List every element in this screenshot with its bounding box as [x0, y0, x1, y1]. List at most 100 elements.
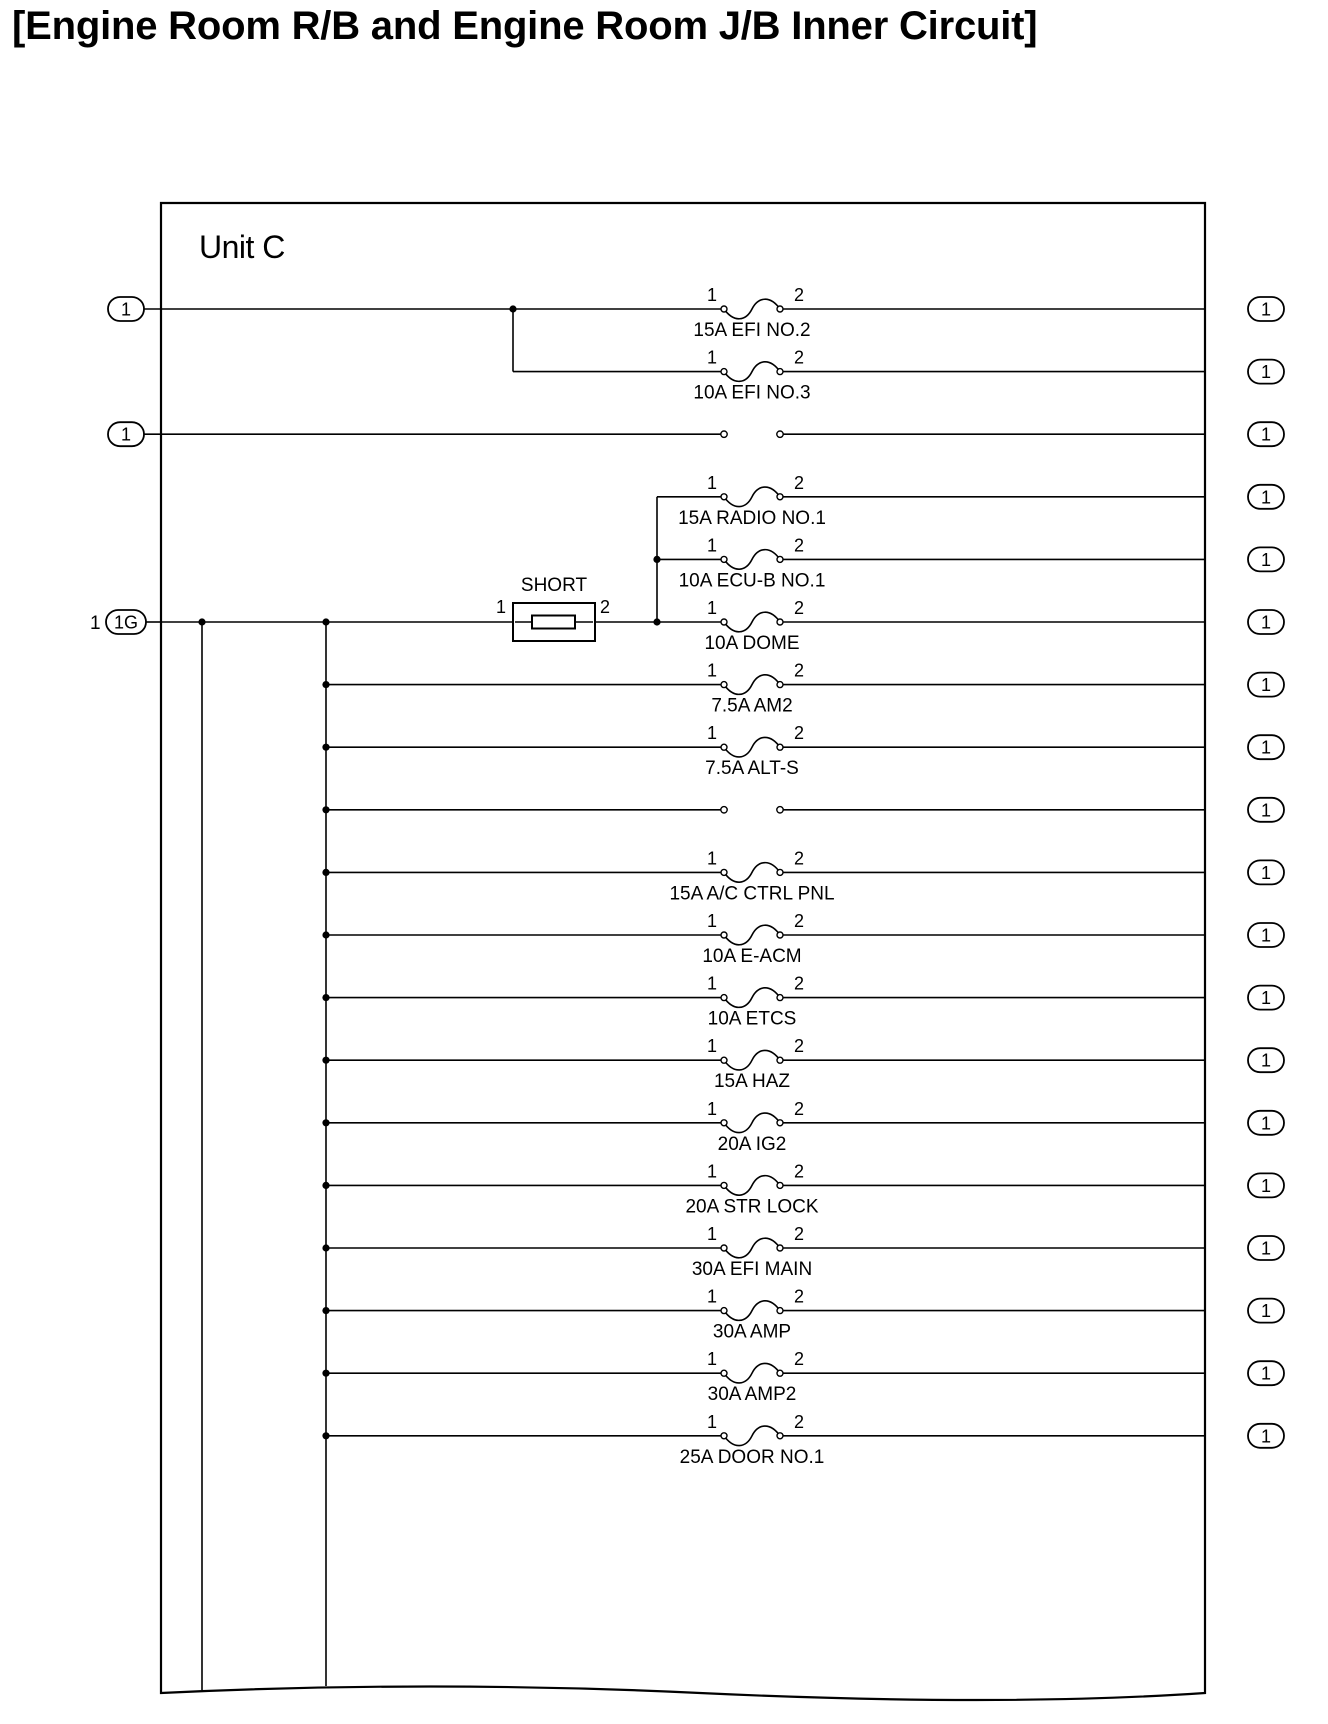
open-terminal	[720, 430, 728, 439]
fuse-terminal	[776, 931, 784, 939]
junction-dot	[322, 1119, 330, 1127]
fuse-label: 7.5A AM2	[711, 696, 792, 717]
fuse-symbol	[723, 1300, 781, 1322]
fuse-terminal	[720, 367, 728, 376]
fuse-label: 10A EFI NO.3	[693, 383, 810, 404]
fuse-pin-1: 1	[707, 1412, 717, 1432]
right-connector	[1247, 609, 1285, 635]
short-label: SHORT	[521, 575, 588, 596]
fuse-terminal	[720, 1244, 728, 1252]
fuse-pin-1: 1	[707, 723, 717, 743]
fuse-pin-2: 2	[794, 1412, 804, 1432]
fuse-symbol	[723, 298, 781, 320]
fuse-label: 15A A/C CTRL PNL	[669, 883, 834, 904]
right-connector-label: 1	[1261, 487, 1271, 507]
right-connector	[1247, 1422, 1285, 1449]
fuse-symbol	[723, 1049, 781, 1071]
fuse-label: 10A DOME	[704, 633, 799, 654]
right-connector-label: 1	[1261, 926, 1271, 946]
fuse-pin-1: 1	[707, 598, 717, 618]
fuse-pin-2: 2	[794, 1036, 804, 1056]
right-connector	[1247, 984, 1285, 1011]
fuse-label: 7.5A ALT-S	[705, 758, 799, 779]
right-connector-label: 1	[1261, 1239, 1271, 1259]
junction-dot	[653, 618, 661, 626]
open-terminal	[776, 805, 784, 814]
fuse-pin-2: 2	[794, 1224, 804, 1244]
right-connector-label: 1	[1261, 675, 1271, 695]
junction-dot	[322, 1244, 330, 1252]
fuse-symbol	[723, 736, 781, 758]
junction-dot	[322, 1181, 330, 1189]
fuse-terminal	[776, 305, 784, 313]
fuse-label: 30A AMP	[713, 1322, 791, 1343]
fuse-terminal	[720, 305, 728, 313]
fuse-terminal	[776, 1432, 784, 1440]
unit-label: Unit C	[199, 229, 285, 265]
fuse-terminal	[776, 1244, 784, 1252]
fuse-pin-2: 2	[794, 1161, 804, 1181]
fuse-label: 15A RADIO NO.1	[678, 508, 826, 529]
right-connector-label: 1	[1261, 863, 1271, 883]
fuse-pin-1: 1	[707, 348, 717, 368]
left-connector	[105, 609, 147, 635]
junction-dot	[322, 868, 330, 877]
fuse-terminal	[776, 1056, 784, 1064]
junction-dot	[509, 305, 517, 313]
left-connector-label: 1G	[114, 613, 138, 633]
fuse-terminal	[776, 555, 784, 564]
left-connector-label: 1	[121, 300, 131, 320]
fuse-pin-2: 2	[794, 974, 804, 994]
junction-dot	[322, 1056, 330, 1064]
fuse-terminal	[776, 618, 784, 626]
fuse-symbol	[723, 361, 781, 383]
right-connector	[1247, 296, 1285, 322]
fuse-terminal	[720, 993, 728, 1002]
right-connector	[1247, 922, 1285, 948]
fuse-symbol	[723, 861, 781, 883]
right-connector	[1247, 796, 1285, 823]
right-connector	[1247, 421, 1285, 448]
fuse-terminal	[720, 868, 728, 877]
right-connector	[1247, 1235, 1285, 1261]
fuse-label: 10A E-ACM	[702, 946, 801, 967]
fuse-terminal	[720, 1369, 728, 1377]
right-connector	[1247, 1109, 1285, 1136]
fuse-pin-1: 1	[707, 974, 717, 994]
fuse-terminal	[776, 993, 784, 1002]
fuse-pin-1: 1	[707, 1287, 717, 1307]
fuse-pin-2: 2	[794, 535, 804, 555]
fuse-symbol	[723, 1237, 781, 1259]
fuse-terminal	[776, 1119, 784, 1127]
wiring	[144, 305, 1205, 1690]
fuse-label: 25A DOOR NO.1	[680, 1447, 825, 1468]
right-connector-label: 1	[1261, 988, 1271, 1008]
fuse-terminal	[720, 555, 728, 564]
right-connector-label: 1	[1261, 1051, 1271, 1071]
fuse-pin-2: 2	[794, 661, 804, 681]
fuse-pin-2: 2	[794, 911, 804, 931]
fuse-pin-1: 1	[707, 1099, 717, 1119]
fuse-terminal	[776, 493, 784, 501]
fuse-pin-2: 2	[794, 473, 804, 493]
right-connector-label: 1	[1261, 550, 1271, 570]
right-connector	[1247, 483, 1285, 510]
fuse-pin-2: 2	[794, 348, 804, 368]
fuse-terminal	[776, 743, 784, 751]
fuse-symbol	[723, 1112, 781, 1134]
right-connector-label: 1	[1261, 1113, 1271, 1133]
fuse-label: 15A HAZ	[714, 1071, 790, 1092]
junction-dot	[322, 806, 330, 814]
junction-dot	[322, 931, 330, 939]
fuse-label: 10A ECU-B NO.1	[679, 570, 826, 591]
fuse-symbol	[723, 924, 781, 946]
fuse-pin-1: 1	[707, 848, 717, 868]
fuse-label: 15A EFI NO.2	[693, 320, 810, 341]
page-title: [Engine Room R/B and Engine Room J/B Inn…	[12, 4, 1038, 48]
right-connector	[1247, 1047, 1285, 1074]
right-connector	[1247, 358, 1285, 385]
fuse-pin-2: 2	[794, 285, 804, 305]
right-connector-label: 1	[1261, 362, 1271, 382]
